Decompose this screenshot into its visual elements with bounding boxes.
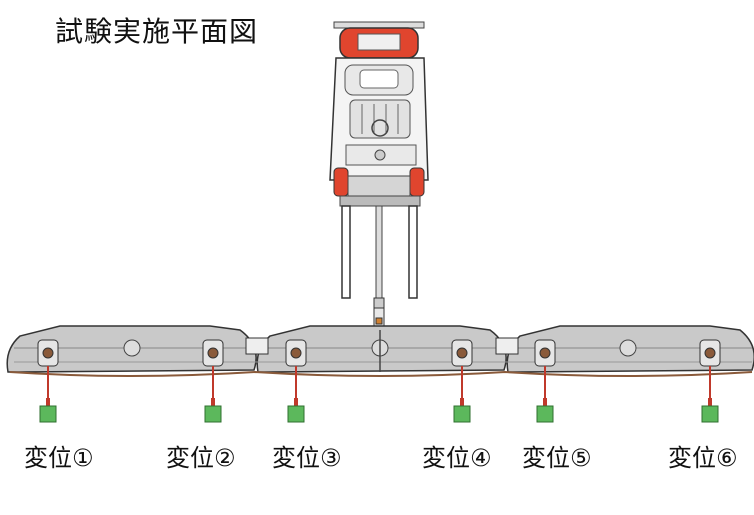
forklift <box>329 21 429 331</box>
forklift-left-wheel <box>333 167 349 197</box>
sensor-stem-3 <box>294 398 298 406</box>
displacement-sensor-2 <box>204 405 222 423</box>
sensor-stem-5 <box>543 398 547 406</box>
displacement-sensor-6 <box>701 405 719 423</box>
forklift-left-fork <box>341 205 351 299</box>
displacement-sensor-4 <box>453 405 471 423</box>
forklift-right-wheel <box>409 167 425 197</box>
forklift-seat <box>349 99 411 139</box>
sensor-label-1: 変位① <box>24 444 94 472</box>
displacement-sensor-5 <box>536 405 554 423</box>
roller-assembly-4 <box>451 339 473 367</box>
load-cell <box>375 317 383 325</box>
roller-assembly-2 <box>202 339 224 367</box>
sensor-label-5: 変位⑤ <box>522 444 592 472</box>
sensor-label-4: 変位④ <box>422 444 492 472</box>
joint-1 <box>245 337 269 355</box>
roller-assembly-5 <box>534 339 556 367</box>
sensor-stem-6 <box>708 398 712 406</box>
roller-assembly-1 <box>37 339 59 367</box>
sensor-label-3: 変位③ <box>272 444 342 472</box>
pull-rod <box>375 205 383 299</box>
joint-2 <box>495 337 519 355</box>
sensor-stem-4 <box>460 398 464 406</box>
roller-assembly-3 <box>285 339 307 367</box>
forklift-right-fork <box>408 205 418 299</box>
displacement-sensor-3 <box>287 405 305 423</box>
sensor-label-2: 変位② <box>166 444 236 472</box>
bottom-wire <box>9 370 753 377</box>
sensor-stem-2 <box>211 398 215 406</box>
sensor-label-6: 変位⑥ <box>668 444 738 472</box>
sensor-stem-1 <box>46 398 50 406</box>
barrier-segments <box>6 325 754 377</box>
roller-assembly-6 <box>699 339 721 367</box>
diagram-title: 試験実施平面図 <box>55 15 259 48</box>
displacement-sensor-1 <box>39 405 57 423</box>
